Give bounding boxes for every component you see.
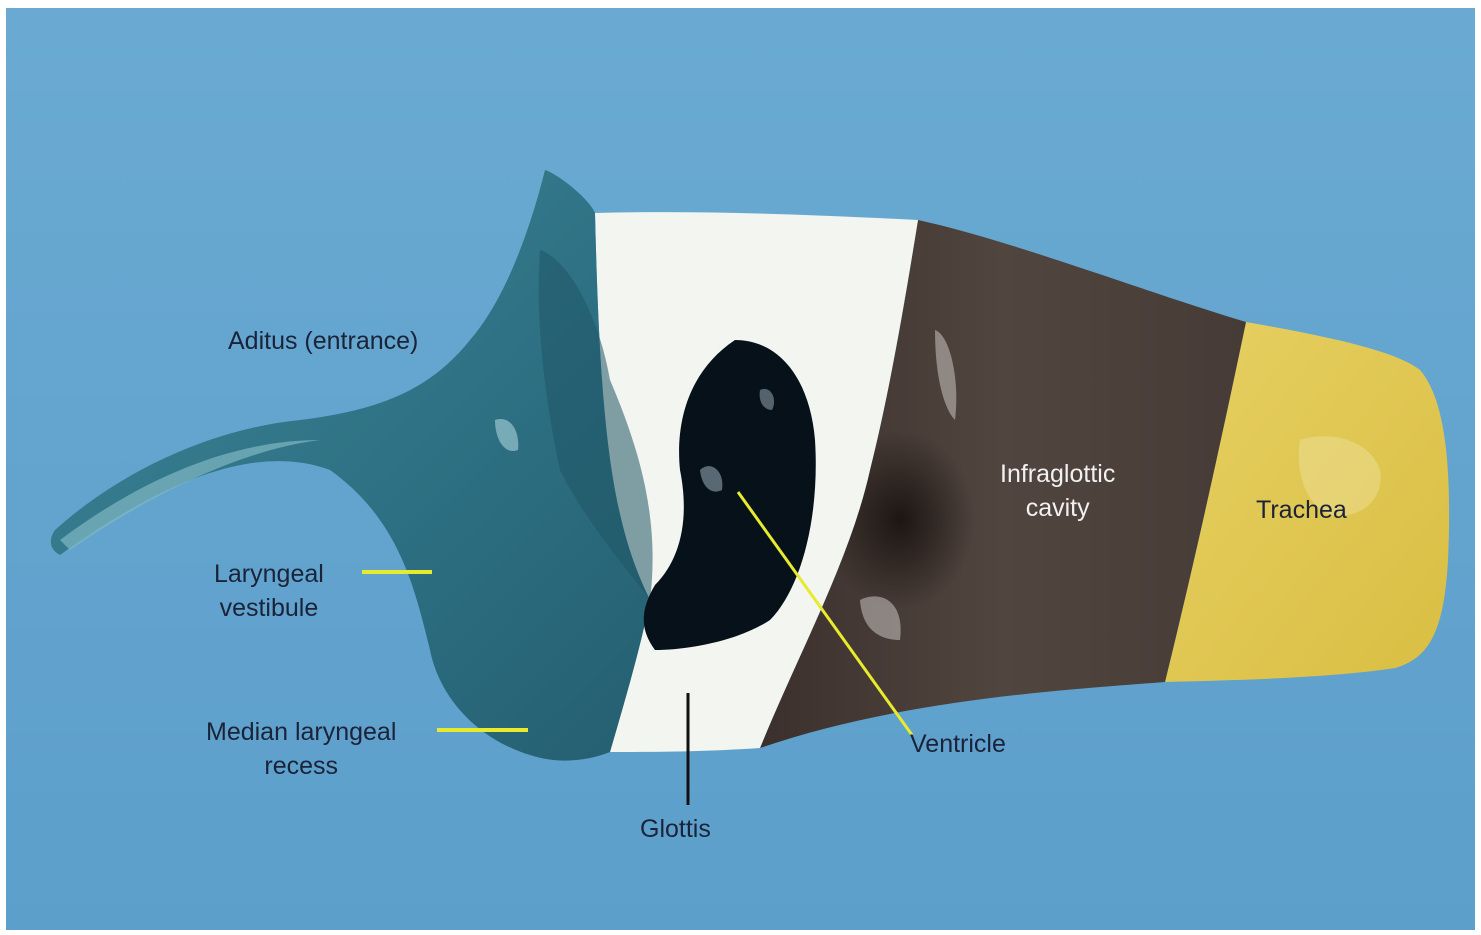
label-aditus-text: Aditus (entrance)	[228, 324, 418, 358]
label-median-recess-line1: Median laryngeal	[206, 715, 396, 749]
label-infraglottic-cavity: Infraglottic cavity	[1000, 457, 1115, 525]
label-infraglottic-line2: cavity	[1000, 491, 1115, 525]
label-glottis: Glottis	[640, 812, 711, 846]
label-aditus: Aditus (entrance)	[228, 324, 418, 358]
label-trachea-text: Trachea	[1256, 493, 1347, 527]
label-trachea: Trachea	[1256, 493, 1347, 527]
label-glottis-text: Glottis	[640, 812, 711, 846]
label-median-recess-line2: recess	[206, 749, 396, 783]
label-infraglottic-line1: Infraglottic	[1000, 457, 1115, 491]
label-median-laryngeal-recess: Median laryngeal recess	[206, 715, 396, 783]
label-ventricle-text: Ventricle	[910, 727, 1006, 761]
label-ventricle: Ventricle	[910, 727, 1006, 761]
label-laryngeal-vestibule: Laryngeal vestibule	[214, 557, 324, 625]
label-laryngeal-vestibule-line1: Laryngeal	[214, 557, 324, 591]
label-laryngeal-vestibule-line2: vestibule	[214, 591, 324, 625]
